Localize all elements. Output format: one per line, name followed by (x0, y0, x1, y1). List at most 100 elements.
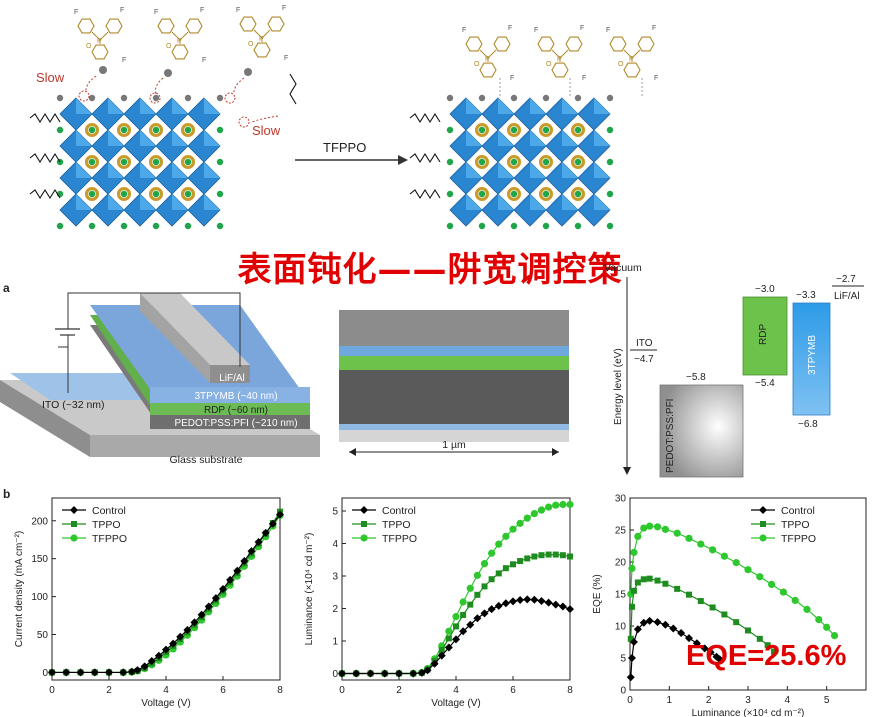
halide-ion (88, 94, 96, 102)
y-axis-label: EQE (%) (592, 574, 603, 613)
series-line (342, 598, 571, 675)
halide-ion (152, 94, 160, 102)
data-point-diamond (661, 620, 670, 629)
legend-entry: TFPPO (781, 533, 816, 545)
data-point-square (640, 576, 647, 583)
bond (179, 31, 189, 41)
halide-ion (152, 222, 160, 230)
data-point-circle (630, 548, 638, 556)
halide-ion (606, 158, 614, 166)
data-point-diamond (509, 597, 517, 606)
data-point-circle (523, 514, 531, 522)
data-point-square (495, 570, 502, 577)
legend-marker (361, 521, 367, 527)
tpymb-energy-box (792, 302, 831, 416)
data-point-circle (360, 534, 368, 542)
data-point-square (517, 558, 524, 565)
halide-ion (88, 158, 96, 166)
data-point-diamond (147, 657, 156, 666)
halide-ion (216, 222, 224, 230)
fluorine-atom: F (462, 27, 466, 34)
data-point-square (721, 611, 728, 618)
halide-ion (478, 190, 486, 198)
oxygen-binding-atom (99, 66, 107, 74)
x-tick-label: 4 (785, 695, 791, 706)
data-point-diamond (62, 668, 71, 677)
octahedron-facet (140, 194, 156, 210)
sem-ito-band (339, 424, 569, 430)
data-point-diamond (268, 519, 277, 528)
data-point-diamond (566, 605, 574, 614)
legend-marker (760, 521, 766, 527)
octahedron-facet (498, 98, 514, 114)
sem-pedot-band (339, 370, 569, 424)
halide-ion (542, 190, 550, 198)
y-tick-label: 5 (620, 654, 626, 665)
fluorine-atom: F (154, 9, 158, 16)
rdp-label: RDP (~60 nm) (204, 405, 268, 416)
octahedron-facet (108, 194, 124, 210)
data-point-circle (502, 532, 510, 540)
halide-ion (542, 222, 550, 230)
phenyl-ring (623, 62, 641, 78)
halide-ion (184, 158, 192, 166)
slow-arrow (251, 115, 279, 123)
data-point-square (538, 552, 545, 559)
data-point-square (361, 521, 367, 527)
halide-ion (56, 126, 64, 134)
sem-cross-section: 1 µm (339, 310, 569, 456)
data-point-circle (516, 519, 524, 527)
data-point-diamond (627, 654, 636, 662)
halide-vacancy (149, 92, 161, 104)
halide-ion (510, 94, 518, 102)
panel-a-letter: a (3, 281, 10, 295)
y-tick-label: 150 (31, 554, 48, 565)
octahedron-facet (530, 98, 546, 114)
data-point-diamond (715, 655, 724, 664)
data-point-square (502, 565, 509, 572)
octahedron-facet (76, 130, 92, 146)
glass-substrate-front (90, 435, 320, 457)
data-point-diamond (530, 595, 539, 604)
halide-ion (88, 222, 96, 230)
rdp-layer (150, 402, 310, 415)
octahedron-facet (140, 98, 156, 114)
oxygen-atom: O (248, 41, 254, 48)
ligand-chain (289, 73, 297, 105)
data-point-circle (756, 573, 764, 581)
data-point-square (686, 591, 692, 598)
data-point-square (510, 561, 516, 568)
data-point-diamond (480, 609, 489, 618)
pedot-energy-label: PEDOT:PSS:PFI (665, 399, 676, 473)
x-tick-label: 0 (49, 685, 55, 696)
bond (253, 29, 263, 39)
y-tick-label: 1 (332, 637, 338, 648)
tpymb-layer (150, 387, 310, 403)
octahedron-facet (530, 130, 546, 146)
data-point-circle (823, 623, 831, 631)
fluorine-atom: F (284, 55, 288, 62)
legend-entry: TFPPO (382, 533, 417, 545)
data-point-square (733, 619, 740, 626)
data-point-diamond (629, 638, 638, 646)
phenyl-ring (239, 16, 257, 32)
data-point-circle (720, 552, 728, 560)
fluorine-atom: F (74, 9, 78, 16)
data-point-diamond (444, 643, 453, 652)
octahedron-facet (466, 194, 482, 210)
data-point-circle (732, 559, 740, 567)
data-point-diamond (633, 625, 642, 634)
phenyl-ring (493, 36, 511, 52)
data-point-diamond (190, 618, 199, 627)
data-point-circle (559, 500, 567, 509)
octahedron-facet (498, 162, 514, 178)
halide-ion (606, 190, 614, 198)
octahedron-facet (204, 98, 220, 114)
phosphorus-atom: P (177, 38, 182, 45)
data-point-diamond (473, 614, 482, 623)
data-point-circle (537, 506, 546, 514)
fluorine-atom: F (606, 27, 610, 34)
